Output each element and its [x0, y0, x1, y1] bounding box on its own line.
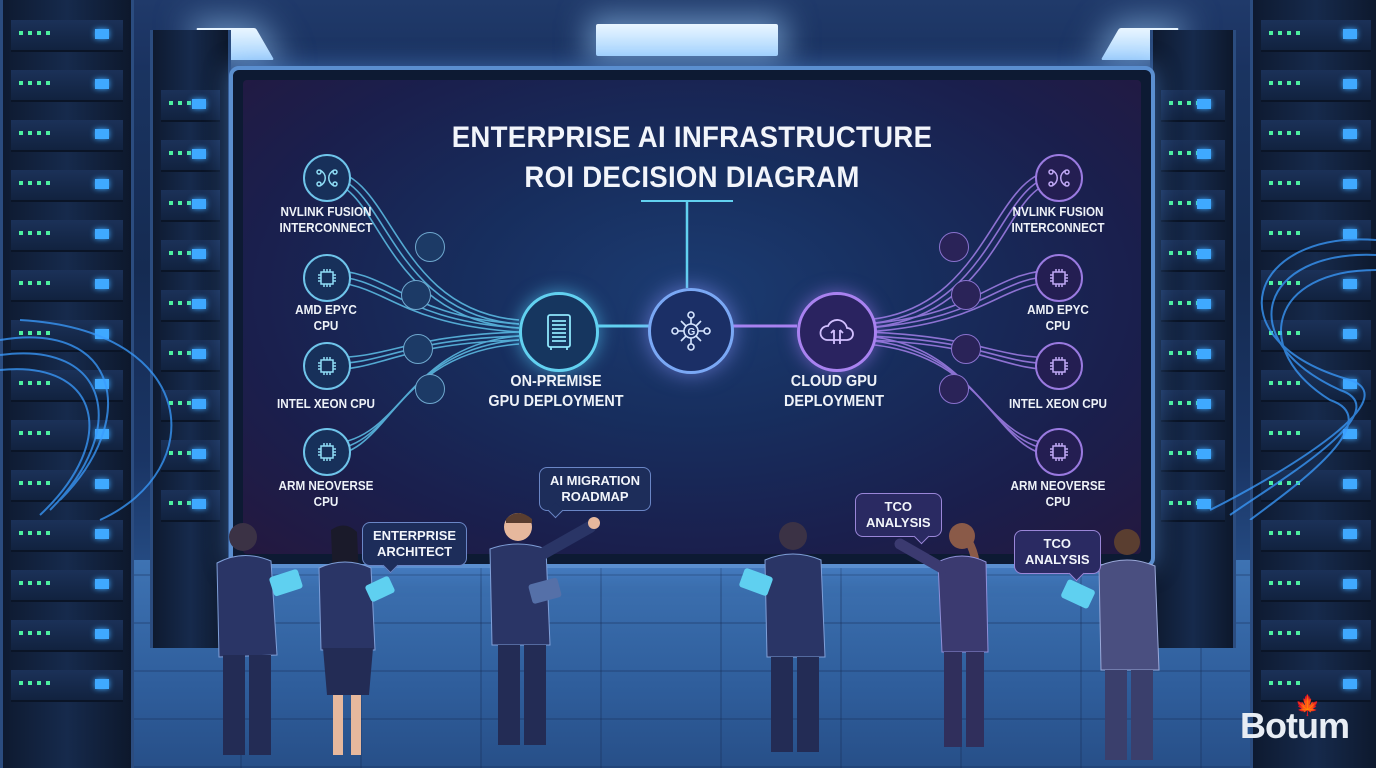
title-line-2: ROI DECISION DIAGRAM	[524, 161, 860, 194]
interconnect-icon	[1048, 169, 1070, 187]
on-premise-node	[519, 292, 599, 372]
nvlink-node-left	[303, 154, 351, 202]
person-businessman-tablet	[739, 522, 826, 752]
network-hub-icon	[415, 232, 445, 262]
intel-xeon-label-left: INTEL XEON CPU	[277, 396, 375, 411]
arm-neoverse-node-right	[1035, 428, 1083, 476]
network-hub-icon	[415, 374, 445, 404]
amd-epyc-node-left	[303, 254, 351, 302]
cable-bundle	[1209, 238, 1376, 520]
server-rack-icon	[547, 314, 571, 350]
network-hub-icon	[939, 232, 969, 262]
chip-icon	[1050, 357, 1068, 375]
nvlink-node-right	[1035, 154, 1083, 202]
diagram-screen: ENTERPRISE AI INFRASTRUCTURE ROI DECISIO…	[243, 80, 1141, 554]
chip-icon	[318, 443, 336, 461]
title-line-1: ENTERPRISE AI INFRASTRUCTURE	[451, 121, 933, 154]
intel-xeon-node-left	[303, 342, 351, 390]
chip-icon	[318, 357, 336, 375]
network-hub-icon	[951, 280, 981, 310]
person-presenter	[489, 513, 600, 745]
network-hub-icon	[403, 334, 433, 364]
intel-xeon-label-right: INTEL XEON CPU	[1009, 396, 1107, 411]
person-businessman-tablet	[216, 523, 303, 755]
chip-icon	[1050, 269, 1068, 287]
network-hub-icon	[951, 334, 981, 364]
display-board: ENTERPRISE AI INFRASTRUCTURE ROI DECISIO…	[229, 66, 1155, 568]
maple-leaf-icon: 🍁	[1295, 695, 1320, 717]
central-hub-node: G	[648, 288, 734, 374]
svg-text:G: G	[688, 327, 696, 338]
arm-neoverse-node-left	[303, 428, 351, 476]
person-businesswoman-pointing	[894, 523, 989, 747]
person-businesswoman-tablet	[318, 525, 395, 755]
server-rack	[0, 0, 134, 768]
ceiling-light	[596, 24, 778, 56]
server-rack	[1250, 0, 1376, 768]
cloud-gpu-node	[797, 292, 877, 372]
botum-logo: 🍁 Botum	[1240, 695, 1350, 746]
network-hub-icon	[401, 280, 431, 310]
server-rack	[150, 30, 231, 648]
cloud-icon	[819, 319, 854, 344]
network-hub-icon	[939, 374, 969, 404]
intel-xeon-node-right	[1035, 342, 1083, 390]
person-businessman-tablet	[1061, 529, 1160, 760]
network-hub-icon: G	[671, 311, 711, 351]
interconnect-icon	[316, 169, 338, 187]
chip-icon	[318, 269, 336, 287]
chip-icon	[1050, 443, 1068, 461]
cable-bundle	[0, 319, 173, 521]
diagram-title: ENTERPRISE AI INFRASTRUCTURE ROI DECISIO…	[279, 118, 1105, 198]
amd-epyc-node-right	[1035, 254, 1083, 302]
